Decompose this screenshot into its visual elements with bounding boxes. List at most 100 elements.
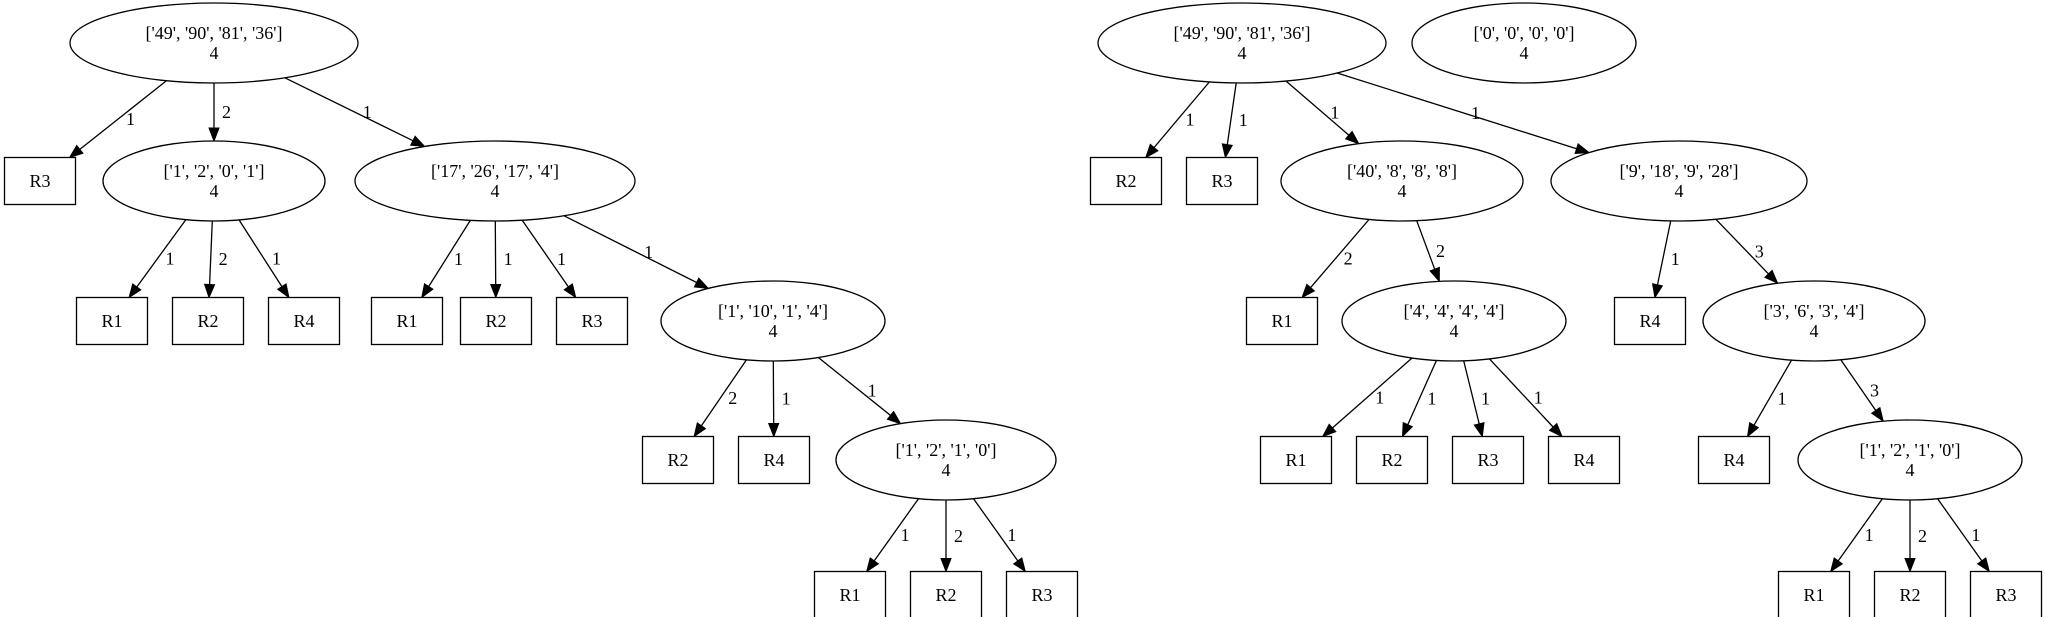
edge-label: 1 — [1186, 110, 1195, 130]
split-node-a10: ['1', '10', '1', '4']4 — [660, 280, 886, 362]
leaf-node-b1: R2 — [1089, 156, 1163, 206]
leaf-node-b12: R4 — [1547, 435, 1621, 485]
node-box — [909, 570, 983, 617]
edge-label: 2 — [1344, 249, 1353, 269]
leaf-node-a7: R1 — [370, 296, 444, 346]
arrow-head — [1651, 283, 1664, 299]
edge-label: 1 — [1330, 102, 1339, 122]
edge-label: 2 — [728, 388, 737, 408]
edge-a0-a1: 1 — [68, 80, 167, 159]
edge-label: 1 — [1971, 525, 1980, 545]
edge-line — [972, 498, 1019, 562]
arrow-head — [1301, 283, 1316, 299]
edge-label: 1 — [1534, 388, 1543, 408]
split-node-b6: ['4', '4', '4', '4']4 — [1341, 280, 1567, 362]
edge-line — [284, 77, 414, 142]
edge-line — [1753, 359, 1793, 426]
arrow-head — [409, 135, 426, 148]
leaf-node-b10: R2 — [1355, 435, 1429, 485]
split-node-a3: ['17', '26', '17', '4']4 — [354, 140, 636, 222]
node-count: 4 — [1675, 181, 1684, 201]
arrow-head — [1012, 557, 1027, 573]
node-label: ['3', '6', '3', '4'] — [1764, 301, 1865, 321]
node-label: R2 — [667, 450, 688, 470]
leaf-node-a16: R3 — [1005, 570, 1079, 617]
node-label: ['40', '8', '8', '8'] — [1347, 161, 1457, 181]
node-label: R3 — [1477, 450, 1498, 470]
split-node-b14: ['1', '2', '1', '0']4 — [1797, 419, 2023, 501]
edge-a10-a13: 1 — [818, 357, 902, 425]
edge-label: 1 — [1481, 389, 1490, 409]
node-count: 4 — [1810, 321, 1819, 341]
edge-line — [1285, 80, 1350, 136]
leaf-node-a15: R2 — [909, 570, 983, 617]
split-node-b4: ['9', '18', '9', '28']4 — [1550, 140, 1808, 222]
node-ellipse — [1280, 140, 1524, 222]
node-count: 4 — [210, 43, 219, 63]
node-ellipse — [1411, 2, 1637, 84]
edge-a3-a8: 1 — [489, 220, 513, 299]
edge-label: 1 — [1778, 388, 1787, 408]
edge-a2-a6: 1 — [238, 219, 290, 299]
leaf-node-a1: R3 — [3, 156, 77, 206]
arrow-head — [421, 282, 434, 299]
arrow-head — [1746, 421, 1760, 438]
edge-a2-a4: 1 — [128, 219, 187, 299]
node-box — [1259, 435, 1333, 485]
node-label: ['0', '0', '0', '0'] — [1474, 23, 1575, 43]
edge-b6-b12: 1 — [1489, 358, 1563, 438]
node-box — [267, 296, 341, 346]
node-box — [171, 296, 245, 346]
arrow-head — [208, 127, 220, 143]
edge-a0-a2: 2 — [208, 83, 231, 143]
node-box — [3, 156, 77, 206]
node-label: R4 — [1573, 450, 1594, 470]
node-count: 4 — [1906, 460, 1915, 480]
edge-label: 2 — [1918, 526, 1927, 546]
edge-label: 1 — [272, 249, 281, 269]
edge-label: 1 — [1427, 389, 1436, 409]
edge-a3-a7: 1 — [421, 220, 471, 299]
node-box — [1547, 435, 1621, 485]
node-count: 4 — [1450, 321, 1459, 341]
arrow-head — [1548, 422, 1563, 438]
edge-line — [1336, 72, 1577, 150]
node-box — [641, 435, 715, 485]
edge-line — [238, 219, 283, 287]
edge-b14-b16: 2 — [1904, 500, 1927, 573]
leaf-node-b2: R3 — [1185, 156, 1259, 206]
edge-label: 1 — [1671, 249, 1680, 269]
node-box — [75, 296, 149, 346]
node-count: 4 — [210, 181, 219, 201]
node-label: R3 — [581, 311, 602, 331]
node-label: ['1', '2', '1', '0'] — [1860, 440, 1961, 460]
edge-line — [136, 219, 187, 288]
nodes-layer: ['49', '90', '81', '36']4R3['1', '2', '0… — [3, 2, 2043, 617]
leaf-node-b7: R4 — [1613, 296, 1687, 346]
split-node-a0: ['49', '90', '81', '36']4 — [69, 2, 359, 84]
edge-line — [79, 80, 167, 150]
node-label: R4 — [1723, 450, 1744, 470]
node-ellipse — [1550, 140, 1808, 222]
node-box — [813, 570, 887, 617]
node-box — [1777, 570, 1851, 617]
node-label: R3 — [1211, 171, 1232, 191]
node-ellipse — [1341, 280, 1567, 362]
node-label: R2 — [1115, 171, 1136, 191]
node-label: R2 — [935, 585, 956, 605]
edge-b0-b3: 1 — [1285, 80, 1360, 145]
arrow-head — [489, 284, 502, 299]
node-label: ['9', '18', '9', '28'] — [1620, 161, 1739, 181]
edge-line — [1153, 81, 1210, 148]
edge-label: 1 — [557, 249, 566, 269]
node-box — [555, 296, 629, 346]
split-node-b3: ['40', '8', '8', '8']4 — [1280, 140, 1524, 222]
leaf-node-b11: R3 — [1451, 435, 1525, 485]
edge-b0-b1: 1 — [1144, 81, 1210, 159]
edge-label: 1 — [166, 249, 175, 269]
edge-label: 1 — [1375, 387, 1384, 407]
edge-label: 1 — [1471, 103, 1480, 123]
arrow-head — [1429, 266, 1440, 283]
edge-label: 2 — [1436, 241, 1445, 261]
